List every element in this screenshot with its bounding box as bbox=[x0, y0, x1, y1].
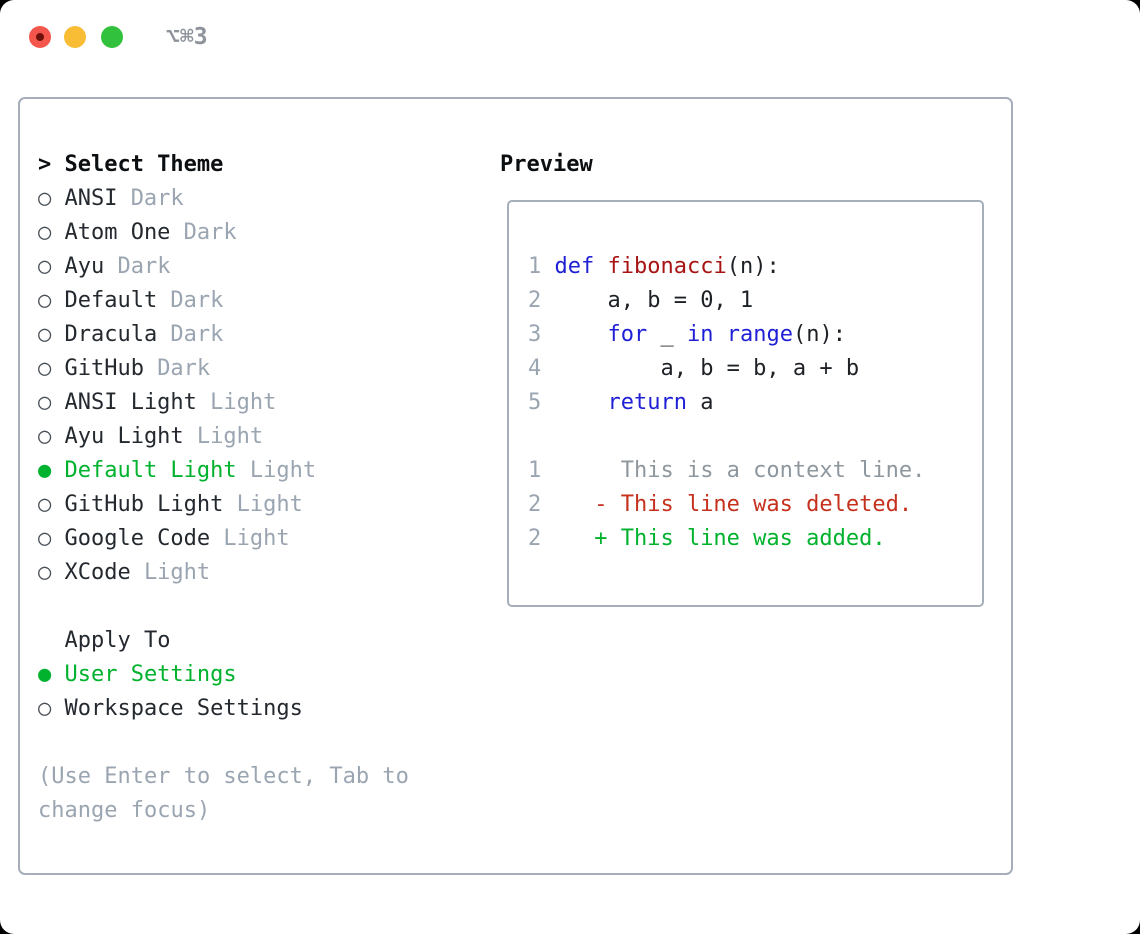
line-number: 3 bbox=[528, 322, 542, 347]
code-line: 1 def fibonacci(n): bbox=[528, 250, 982, 284]
theme-option-dracula-dark[interactable]: ○ Dracula Dark bbox=[38, 318, 409, 352]
theme-variant-badge: Light bbox=[196, 424, 264, 449]
apply-to-section: Apply To ● User Settings ○ Workspace Setti… bbox=[38, 624, 409, 726]
radio-unselected-icon: ○ bbox=[38, 186, 52, 211]
radio-unselected-icon: ○ bbox=[38, 220, 52, 245]
theme-name: XCode bbox=[64, 560, 131, 585]
theme-option-ansi-dark[interactable]: ○ ANSI Dark bbox=[38, 182, 409, 216]
theme-variant-badge: Light bbox=[223, 526, 290, 551]
keyboard-hint: (Use Enter to select, Tab to change focu… bbox=[38, 760, 409, 828]
code-line: 2 a, b = 0, 1 bbox=[528, 284, 982, 318]
theme-variant-badge: Light bbox=[143, 560, 211, 585]
line-number: 1 bbox=[528, 458, 542, 483]
theme-option-default-light[interactable]: ● Default Light Light bbox=[38, 454, 409, 488]
theme-name: GitHub bbox=[64, 356, 144, 381]
theme-variant-badge: Dark bbox=[130, 186, 184, 211]
theme-variant-badge: Dark bbox=[157, 356, 211, 381]
radio-unselected-icon: ○ bbox=[38, 424, 52, 449]
code-line: 5 return a bbox=[528, 386, 982, 420]
diff-line-context: 1 This is a context line. bbox=[528, 454, 982, 488]
line-number: 1 bbox=[528, 254, 542, 279]
line-number: 2 bbox=[528, 492, 542, 517]
radio-unselected-icon: ○ bbox=[38, 492, 52, 517]
apply-to-header: Apply To bbox=[64, 628, 171, 653]
line-number: 2 bbox=[528, 288, 542, 313]
page-title: Select Theme bbox=[64, 152, 224, 177]
code-preview-box: 1 def fibonacci(n): 2 a, b = 0, 1 3 for … bbox=[507, 200, 984, 607]
apply-option-user-settings[interactable]: ● User Settings bbox=[38, 658, 409, 692]
theme-option-default-dark[interactable]: ○ Default Dark bbox=[38, 284, 409, 318]
theme-variant-badge: Light bbox=[236, 492, 303, 517]
theme-option-ansi-light[interactable]: ○ ANSI Light Light bbox=[38, 386, 409, 420]
theme-name: Atom One bbox=[64, 220, 171, 245]
radio-unselected-icon: ○ bbox=[38, 254, 52, 279]
titlebar: ⌥⌘3 bbox=[0, 0, 1140, 75]
diff-line-deleted: 2 - This line was deleted. bbox=[528, 488, 982, 522]
prompt-chevron-icon: > bbox=[38, 152, 52, 177]
radio-selected-icon: ● bbox=[38, 662, 52, 687]
radio-unselected-icon: ○ bbox=[38, 288, 52, 313]
theme-variant-badge: Light bbox=[210, 390, 277, 415]
theme-option-github-light[interactable]: ○ GitHub Light Light bbox=[38, 488, 409, 522]
minimize-button[interactable] bbox=[64, 26, 86, 48]
line-number: 5 bbox=[528, 390, 542, 415]
preview-title: Preview bbox=[500, 152, 593, 177]
theme-name: ANSI Light bbox=[64, 390, 197, 415]
theme-variant-badge: Dark bbox=[170, 288, 224, 313]
radio-unselected-icon: ○ bbox=[38, 560, 52, 585]
theme-name: ANSI bbox=[64, 186, 118, 211]
diff-line-added: 2 + This line was added. bbox=[528, 522, 982, 556]
radio-unselected-icon: ○ bbox=[38, 356, 52, 381]
radio-selected-icon: ● bbox=[38, 458, 52, 483]
theme-variant-badge: Dark bbox=[117, 254, 171, 279]
apply-option-workspace-settings[interactable]: ○ Workspace Settings bbox=[38, 692, 409, 726]
theme-option-atom-one-dark[interactable]: ○ Atom One Dark bbox=[38, 216, 409, 250]
apply-option-label: User Settings bbox=[64, 662, 237, 687]
radio-unselected-icon: ○ bbox=[38, 526, 52, 551]
hint-line: change focus) bbox=[38, 798, 211, 823]
theme-option-ayu-dark[interactable]: ○ Ayu Dark bbox=[38, 250, 409, 284]
select-theme-header: > Select Theme bbox=[38, 148, 409, 182]
theme-variant-badge: Dark bbox=[170, 322, 224, 347]
close-button[interactable] bbox=[29, 26, 51, 48]
theme-option-ayu-light[interactable]: ○ Ayu Light Light bbox=[38, 420, 409, 454]
apply-option-label: Workspace Settings bbox=[64, 696, 303, 721]
theme-name: Ayu bbox=[64, 254, 105, 279]
theme-option-google-code[interactable]: ○ Google Code Light bbox=[38, 522, 409, 556]
radio-unselected-icon: ○ bbox=[38, 390, 52, 415]
theme-variant-badge: Light bbox=[249, 458, 317, 483]
theme-name: GitHub Light bbox=[64, 492, 224, 517]
theme-name: Dracula bbox=[64, 322, 158, 347]
radio-unselected-icon: ○ bbox=[38, 322, 52, 347]
theme-option-xcode[interactable]: ○ XCode Light bbox=[38, 556, 409, 590]
zoom-button[interactable] bbox=[101, 26, 123, 48]
theme-name: Default Light bbox=[64, 458, 237, 483]
line-number: 4 bbox=[528, 356, 542, 381]
preview-header: Preview bbox=[500, 148, 593, 182]
theme-variant-badge: Dark bbox=[183, 220, 237, 245]
radio-unselected-icon: ○ bbox=[38, 696, 52, 721]
theme-name: Ayu Light bbox=[64, 424, 184, 449]
preview-section: Preview bbox=[500, 148, 593, 182]
code-line: 4 a, b = b, a + b bbox=[528, 352, 982, 386]
theme-name: Default bbox=[64, 288, 158, 313]
window-title: ⌥⌘3 bbox=[166, 24, 208, 50]
unsaved-indicator-icon bbox=[36, 33, 44, 41]
theme-name: Google Code bbox=[64, 526, 211, 551]
hint-line: (Use Enter to select, Tab to bbox=[38, 764, 409, 789]
code-line: 3 for _ in range(n): bbox=[528, 318, 982, 352]
theme-option-github-dark[interactable]: ○ GitHub Dark bbox=[38, 352, 409, 386]
line-number: 2 bbox=[528, 526, 542, 551]
diff-preview: 1 This is a context line. 2 - This line … bbox=[528, 454, 982, 556]
